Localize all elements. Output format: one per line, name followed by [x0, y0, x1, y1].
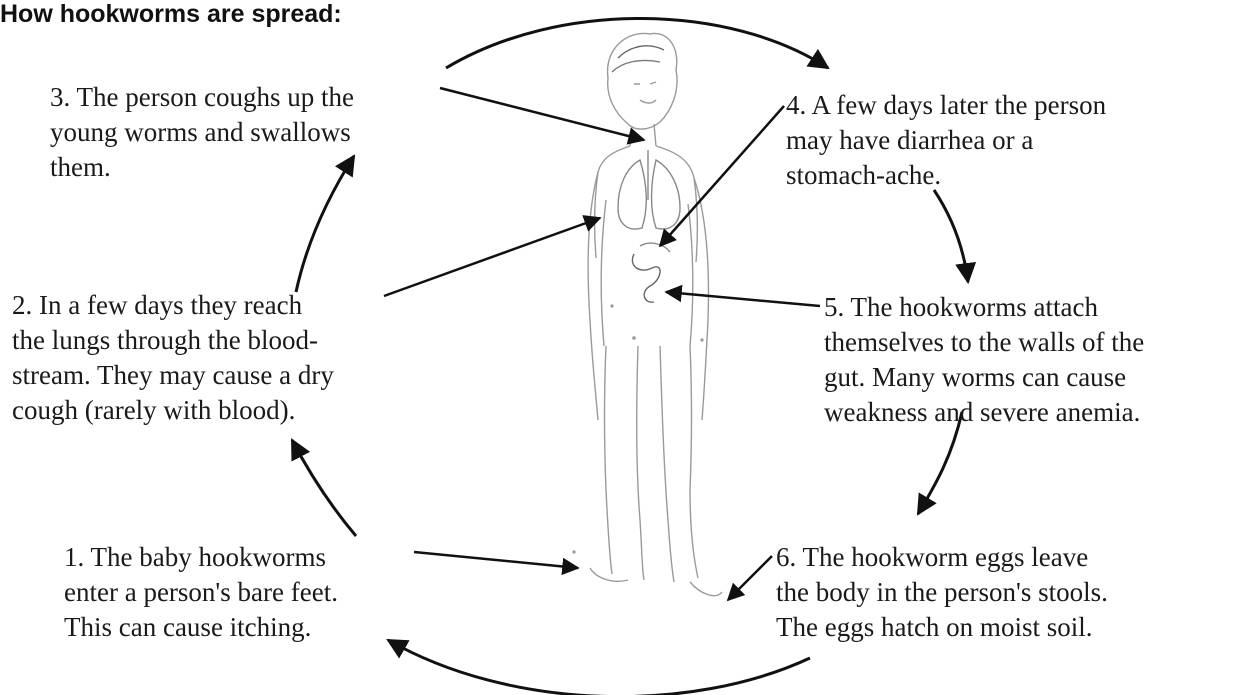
step-2-line-3: stream. They may cause a dry — [12, 358, 334, 393]
step-3-line-1: 3. The person coughs up the — [50, 80, 354, 115]
step-3-line-3: them. — [50, 150, 354, 185]
step-5-line-4: weakness and severe anemia. — [824, 395, 1144, 430]
step-6-line-3: The eggs hatch on moist soil. — [776, 610, 1108, 645]
step-1-text: 1. The baby hookworms enter a person's b… — [64, 540, 338, 645]
cycle-arrow-6-to-1 — [388, 640, 810, 695]
cycle-arrow-4-to-5 — [934, 190, 968, 282]
step-5-line-3: gut. Many worms can cause — [824, 360, 1144, 395]
step-1-line-3: This can cause itching. — [64, 610, 338, 645]
diagram-title: How hookworms are spread: — [0, 0, 342, 28]
step-2-text: 2. In a few days they reach the lungs th… — [12, 288, 334, 428]
step-2-line-4: cough (rarely with blood). — [12, 393, 334, 428]
step-3-text: 3. The person coughs up the young worms … — [50, 80, 354, 185]
step-2-line-1: 2. In a few days they reach — [12, 288, 334, 323]
step-5-line-2: themselves to the walls of the — [824, 325, 1144, 360]
human-body-figure — [572, 33, 722, 595]
pointer-arrow-2 — [384, 218, 600, 296]
step-4-line-2: may have diarrhea or a — [786, 123, 1106, 158]
pointer-arrow-3 — [440, 88, 644, 140]
step-6-line-2: the body in the person's stools. — [776, 575, 1108, 610]
pointer-arrow-5 — [666, 292, 820, 306]
pointer-arrow-4 — [660, 106, 784, 246]
pointer-arrow-6 — [728, 556, 772, 600]
step-4-line-3: stomach-ache. — [786, 158, 1106, 193]
pointer-arrows — [384, 88, 820, 600]
step-5-line-1: 5. The hookworms attach — [824, 290, 1144, 325]
cycle-arrow-1-to-2 — [292, 440, 356, 536]
step-5-text: 5. The hookworms attach themselves to th… — [824, 290, 1144, 430]
step-6-line-1: 6. The hookworm eggs leave — [776, 540, 1108, 575]
step-1-line-1: 1. The baby hookworms — [64, 540, 338, 575]
step-4-text: 4. A few days later the person may have … — [786, 88, 1106, 193]
step-6-text: 6. The hookworm eggs leave the body in t… — [776, 540, 1108, 645]
step-3-line-2: young worms and swallows — [50, 115, 354, 150]
step-1-line-2: enter a person's bare feet. — [64, 575, 338, 610]
step-4-line-1: 4. A few days later the person — [786, 88, 1106, 123]
pointer-arrow-1 — [414, 552, 578, 568]
step-2-line-2: the lungs through the blood- — [12, 323, 334, 358]
